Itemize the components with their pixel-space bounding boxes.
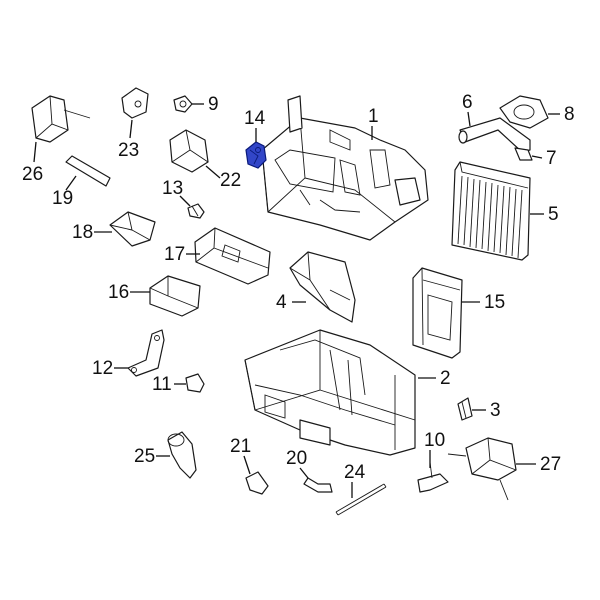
- part-2-lower-housing[interactable]: [244, 329, 416, 456]
- part-26-module[interactable]: [31, 95, 91, 143]
- callout-11: 11: [152, 374, 186, 395]
- callout-4-number: 4: [276, 292, 287, 313]
- part-20-rod[interactable]: [303, 477, 333, 493]
- callout-17: 17: [164, 244, 200, 265]
- callout-24: 24: [344, 462, 366, 498]
- callout-25: 25: [134, 446, 170, 467]
- part-16-pad[interactable]: [149, 275, 201, 317]
- callout-3: 3: [472, 400, 501, 421]
- callout-10-number: 10: [424, 430, 445, 451]
- callout-4: 4: [276, 292, 306, 313]
- callout-2-number: 2: [440, 368, 451, 389]
- callout-18-number: 18: [72, 222, 93, 243]
- part-18-door[interactable]: [109, 211, 156, 247]
- callout-13: 13: [162, 178, 191, 207]
- part-19-strip[interactable]: [65, 155, 111, 187]
- part-3-clip[interactable]: [457, 397, 473, 421]
- part-24-rod[interactable]: [335, 483, 387, 516]
- part-1-upper-housing[interactable]: [261, 95, 429, 241]
- callout-21-number: 21: [230, 436, 251, 457]
- part-27-actuator[interactable]: [447, 437, 517, 501]
- callout-27-number: 27: [540, 454, 561, 475]
- part-22-housing[interactable]: [169, 129, 209, 173]
- part-12-bracket[interactable]: [127, 329, 165, 377]
- callout-25-number: 25: [134, 446, 155, 467]
- callout-6-number: 6: [462, 92, 473, 113]
- part-9-clip[interactable]: [173, 95, 193, 113]
- callout-20: 20: [286, 448, 309, 479]
- callout-5-number: 5: [548, 204, 559, 225]
- callout-1: 1: [368, 106, 379, 140]
- callout-7-number: 7: [546, 148, 557, 169]
- callout-12: 12: [92, 358, 128, 379]
- callout-20-number: 20: [286, 448, 307, 469]
- callout-24-number: 24: [344, 462, 366, 483]
- callout-26-number: 26: [22, 164, 43, 185]
- part-4-duct[interactable]: [289, 251, 356, 323]
- part-25-motor[interactable]: [167, 431, 197, 479]
- callout-15-number: 15: [484, 292, 505, 313]
- callout-8: 8: [548, 104, 575, 125]
- callout-15: 15: [462, 292, 505, 313]
- callout-14: 14: [244, 108, 266, 142]
- part-7-fitting[interactable]: [514, 147, 533, 161]
- callout-23-number: 23: [118, 140, 139, 161]
- callout-18: 18: [72, 222, 112, 243]
- part-21-bracket[interactable]: [245, 471, 269, 495]
- callout-13-number: 13: [162, 178, 183, 199]
- part-15-filter[interactable]: [412, 267, 463, 359]
- part-10-bracket[interactable]: [417, 461, 449, 493]
- callout-11-number: 11: [152, 374, 172, 395]
- callout-22-number: 22: [220, 170, 241, 191]
- callout-22: 22: [205, 165, 241, 191]
- callout-6: 6: [462, 92, 473, 127]
- callout-9: 9: [192, 94, 219, 115]
- callout-3-number: 3: [490, 400, 501, 421]
- callout-10: 10: [424, 430, 445, 468]
- callout-21: 21: [230, 436, 251, 475]
- callout-9-number: 9: [208, 94, 219, 115]
- part-11-actuator[interactable]: [185, 373, 205, 393]
- callout-8-number: 8: [564, 104, 575, 125]
- callout-23: 23: [118, 119, 139, 161]
- callout-5: 5: [530, 204, 559, 225]
- part-23-actuator[interactable]: [121, 87, 149, 119]
- part-17-panel[interactable]: [194, 227, 271, 285]
- callout-16-number: 16: [108, 282, 129, 303]
- callout-2: 2: [418, 368, 451, 389]
- callout-19: 19: [52, 175, 77, 209]
- part-8-seal[interactable]: [499, 95, 549, 129]
- callout-26: 26: [22, 141, 43, 185]
- callout-19-number: 19: [52, 188, 73, 209]
- callout-27: 27: [516, 454, 561, 475]
- callout-16: 16: [108, 282, 150, 303]
- callout-7: 7: [531, 148, 557, 169]
- callout-14-number: 14: [244, 108, 266, 129]
- part-5-heater-core[interactable]: [451, 161, 531, 261]
- callout-17-number: 17: [164, 244, 185, 265]
- callout-12-number: 12: [92, 358, 113, 379]
- callout-1-number: 1: [368, 106, 379, 127]
- part-13-sensor[interactable]: [187, 203, 205, 219]
